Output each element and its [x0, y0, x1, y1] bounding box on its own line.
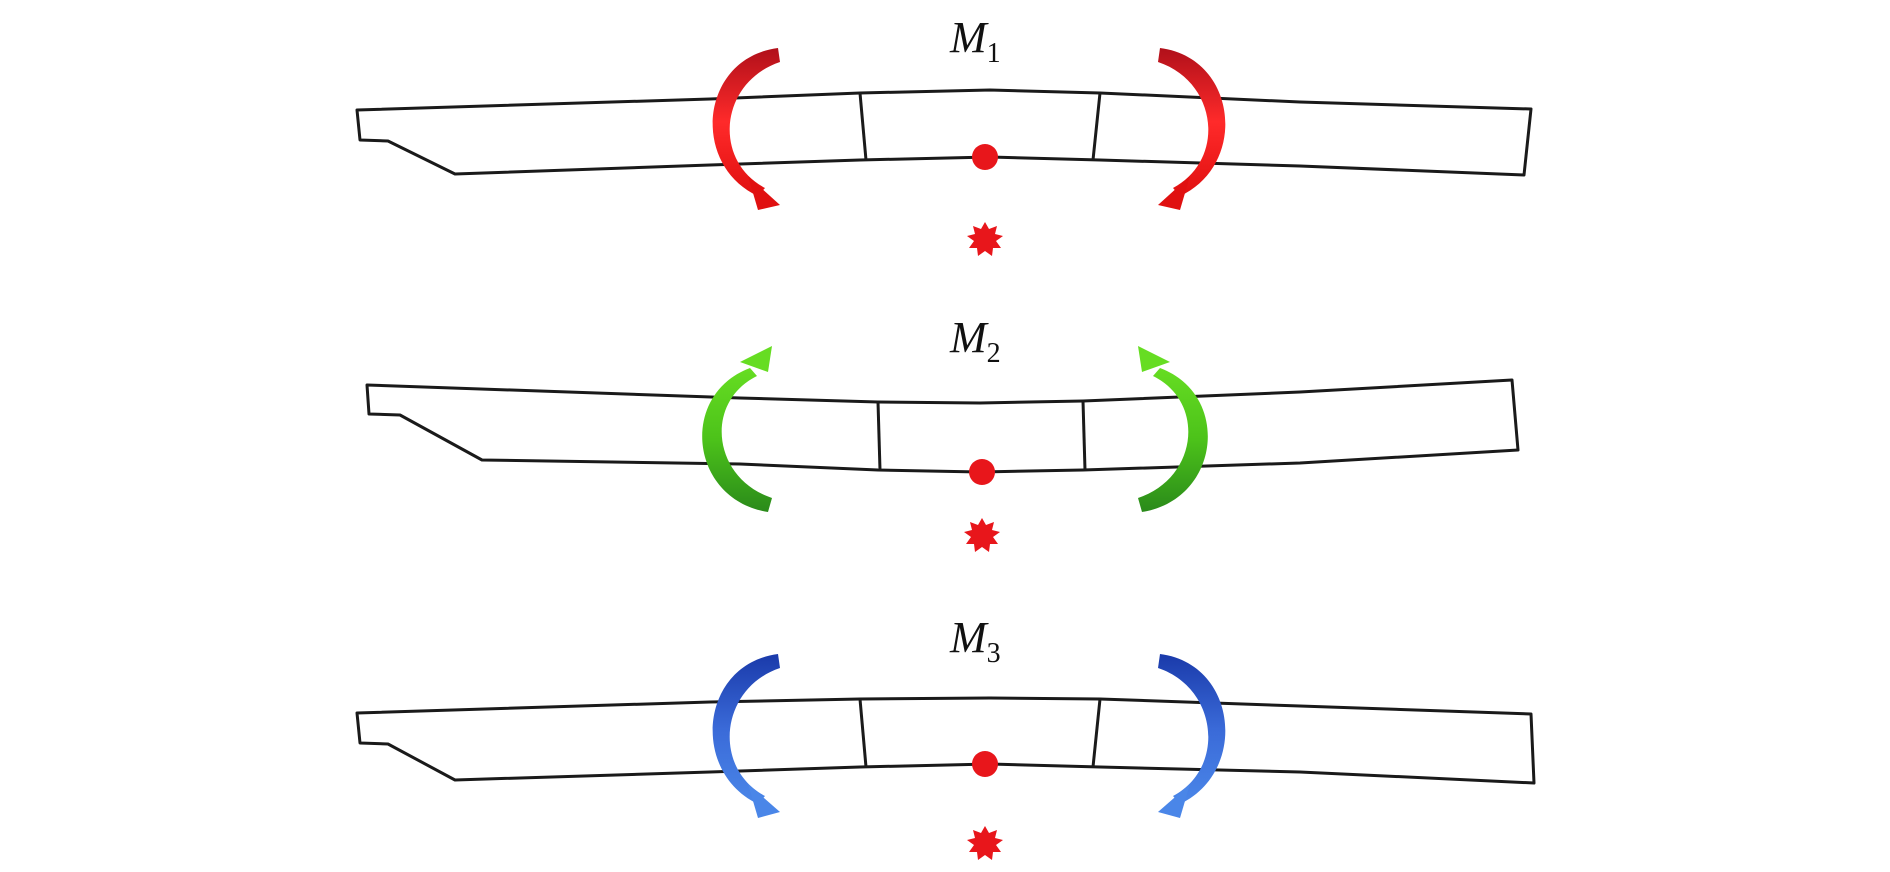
panel-3-label: M3	[949, 613, 1001, 669]
midspan-point	[972, 144, 998, 170]
beam-outline	[365, 378, 1520, 474]
curved-arrow-icon	[712, 654, 780, 818]
panel-2-label: M2	[949, 313, 1001, 369]
curved-arrow-icon	[1158, 48, 1226, 210]
curved-arrow-icon	[712, 48, 780, 210]
burst-icon	[967, 826, 1003, 860]
burst-icon	[964, 518, 1000, 552]
beam-outline	[355, 88, 1533, 177]
beam-segment-line	[858, 92, 868, 161]
beam-segment-line	[1091, 92, 1102, 161]
panel-1: M1	[355, 13, 1533, 256]
curved-arrow-icon	[1138, 346, 1208, 512]
panel-1-label: M1	[949, 13, 1001, 69]
beam-segment-line	[858, 698, 868, 768]
midspan-point	[969, 459, 995, 485]
panel-3: M3	[355, 613, 1536, 860]
curved-arrow-icon	[1158, 654, 1226, 818]
panel-2: M2	[365, 313, 1520, 552]
beam-segment-line	[1081, 400, 1087, 471]
curved-arrow-icon	[702, 346, 772, 512]
beam-segment-line	[1091, 698, 1102, 768]
midspan-point	[972, 751, 998, 777]
beam-segment-line	[876, 401, 882, 471]
beam-outline	[355, 696, 1536, 785]
burst-icon	[967, 222, 1003, 256]
